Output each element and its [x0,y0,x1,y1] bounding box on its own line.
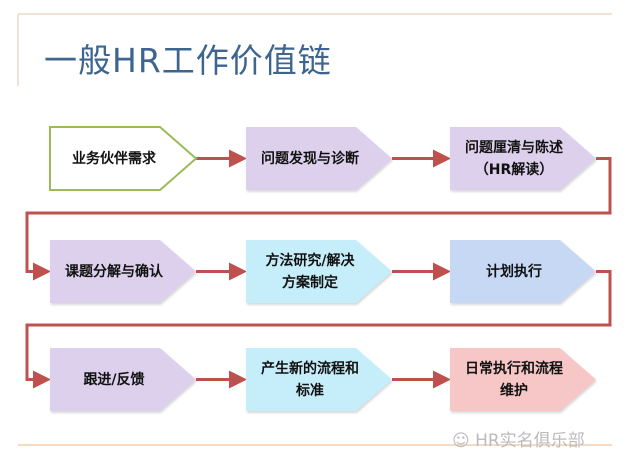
step-shape [50,240,196,303]
step-shape [450,348,596,411]
step-shape [246,240,392,303]
wrap-connector [25,270,612,389]
step-label: 产生新的流程和标准 [261,360,359,399]
step-label: 方法研究/解决方案制定 [265,252,355,291]
step-shape [450,127,596,190]
step-label: 日常执行和流程维护 [465,360,563,399]
step-label: 跟进/反馈 [83,371,145,388]
page-title: 一般HR工作价值链 [44,41,332,80]
step-shape [49,126,198,191]
step-label: 计划执行 [486,263,542,280]
step-label: 问题发现与诊断 [261,150,359,167]
watermark-text: HR实名俱乐部 [475,431,585,451]
step-label: 问题厘清与陈述（HR解读） [465,139,563,178]
step-shape [246,348,392,411]
step-shape [50,348,196,411]
step-shape [450,240,596,303]
step-shape [246,127,392,190]
wechat-icon: ☺ [452,431,476,451]
step-label: 课题分解与确认 [65,263,163,280]
step-label: 业务伙伴需求 [72,150,156,167]
wrap-connector [25,157,612,281]
watermark: ☺ HR实名俱乐部 [452,426,585,451]
